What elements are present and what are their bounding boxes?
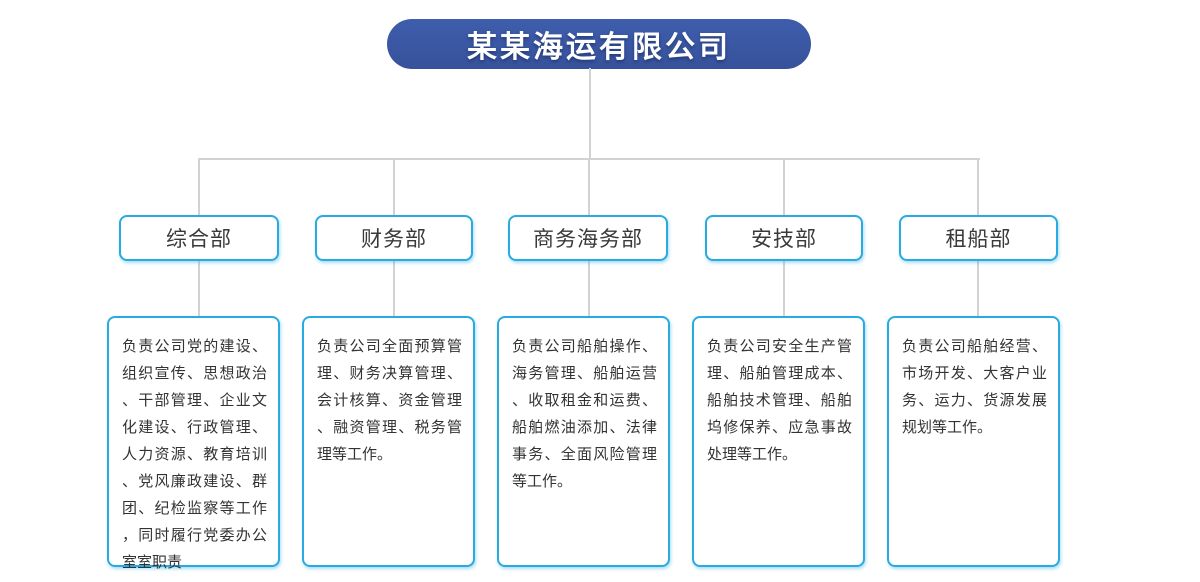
dept-box-zonghe: 综合部: [119, 215, 279, 261]
dept-label: 综合部: [166, 227, 232, 251]
connector-stub-mid-3: [588, 261, 590, 316]
connector-stub-top-4: [783, 158, 785, 216]
dept-desc-text: 负责公司船舶经营、市场开发、大客户业务、运力、货源发展规划等工作。: [902, 337, 1047, 436]
dept-desc-text: 负责公司党的建设、组织宣传、思想政治、干部管理、企业文化建设、行政管理、人力资源…: [122, 337, 267, 571]
dept-box-shangwu-haiwu: 商务海务部: [508, 215, 668, 261]
dept-box-zuchuan: 租船部: [899, 215, 1058, 261]
connector-stub-mid-2: [393, 261, 395, 316]
dept-box-anji: 安技部: [705, 215, 863, 261]
dept-label: 商务海务部: [533, 227, 643, 251]
dept-box-caiwu: 财务部: [315, 215, 473, 261]
dept-desc-box-caiwu: 负责公司全面预算管理、财务决算管理、会计核算、资金管理、融资管理、税务管理等工作…: [302, 316, 475, 567]
dept-desc-text: 负责公司船舶操作、海务管理、船舶运营、收取租金和运费、船舶燃油添加、法律事务、全…: [512, 337, 657, 490]
dept-desc-box-zonghe: 负责公司党的建设、组织宣传、思想政治、干部管理、企业文化建设、行政管理、人力资源…: [107, 316, 280, 571]
company-root-node: 某某海运有限公司: [387, 19, 811, 69]
connector-stub-top-3: [588, 158, 590, 216]
dept-desc-text: 负责公司全面预算管理、财务决算管理、会计核算、资金管理、融资管理、税务管理等工作…: [317, 337, 462, 463]
connector-stub-top-2: [393, 158, 395, 216]
connector-stub-mid-5: [977, 261, 979, 316]
company-name: 某某海运有限公司: [467, 30, 731, 65]
dept-desc-box-anji: 负责公司安全生产管理、船舶管理成本、船舶技术管理、船舶坞修保养、应急事故处理等工…: [692, 316, 865, 567]
dept-desc-text: 负责公司安全生产管理、船舶管理成本、船舶技术管理、船舶坞修保养、应急事故处理等工…: [707, 337, 852, 463]
connector-trunk: [589, 68, 591, 158]
connector-stub-top-5: [977, 158, 979, 216]
dept-desc-box-zuchuan: 负责公司船舶经营、市场开发、大客户业务、运力、货源发展规划等工作。: [887, 316, 1060, 567]
dept-label: 租船部: [945, 227, 1012, 251]
dept-label: 安技部: [751, 227, 817, 251]
dept-label: 财务部: [361, 227, 427, 251]
connector-stub-top-1: [198, 158, 200, 216]
connector-stub-mid-1: [198, 261, 200, 316]
connector-stub-mid-4: [783, 261, 785, 316]
dept-desc-box-shangwu-haiwu: 负责公司船舶操作、海务管理、船舶运营、收取租金和运费、船舶燃油添加、法律事务、全…: [497, 316, 670, 567]
